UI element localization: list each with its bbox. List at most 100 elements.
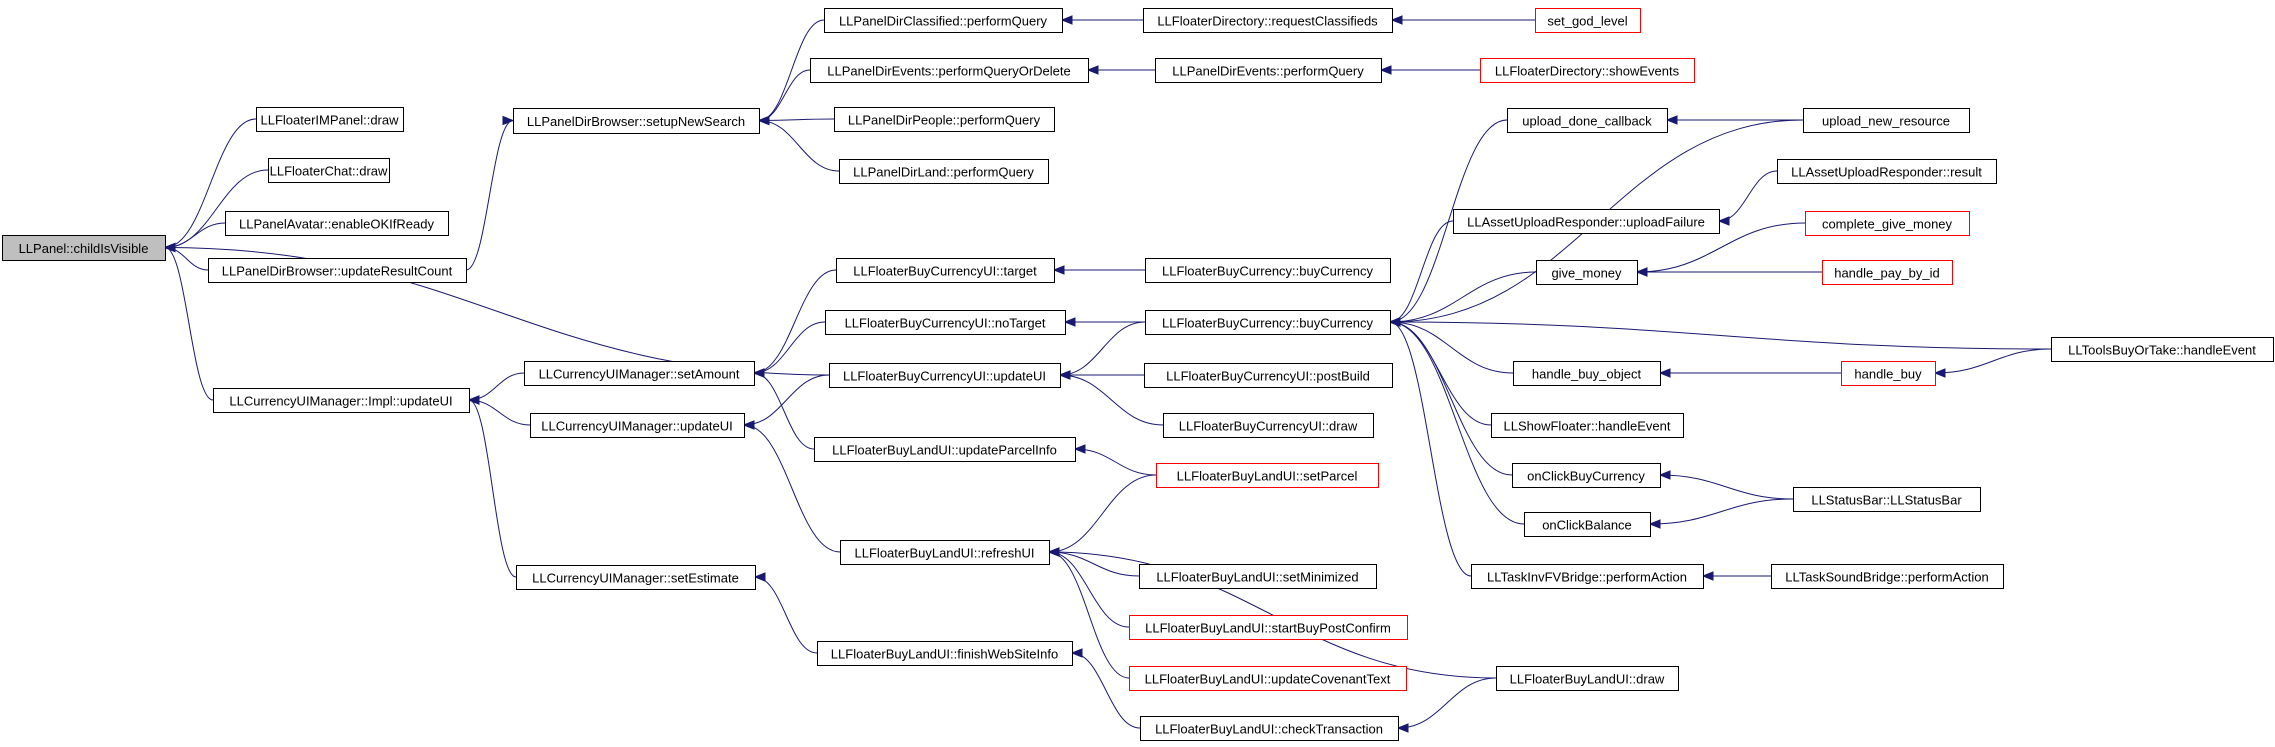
node-label: LLFloaterBuyLandUI::checkTransaction — [1155, 722, 1383, 737]
node-llassetuploadresponder-uploadfailure[interactable]: LLAssetUploadResponder::uploadFailure — [1453, 209, 1720, 234]
node-llfloaterbuylandui-updateparcelinfo[interactable]: LLFloaterBuyLandUI::updateParcelInfo — [814, 437, 1076, 462]
edge-llfloaterbuycurrencyui-updateui-to-llcurrencyuimanager-updateui — [742, 374, 830, 430]
node-llpaneldirbrowser-updateresultcount[interactable]: LLPanelDirBrowser::updateResultCount — [208, 258, 467, 283]
node-llstatusbar-llstatusbar[interactable]: LLStatusBar::LLStatusBar — [1793, 487, 1981, 512]
node-label: LLFloaterBuyLandUI::updateParcelInfo — [832, 443, 1057, 458]
node-llpaneldirbrowser-setupnewsearch[interactable]: LLPanelDirBrowser::setupNewSearch — [513, 108, 760, 134]
node-llpanel-childisvisible[interactable]: LLPanel::childIsVisible — [2, 235, 166, 261]
node-llpaneldirevents-performqueryordelete[interactable]: LLPanelDirEvents::performQueryOrDelete — [810, 58, 1089, 83]
node-onclickbalance[interactable]: onClickBalance — [1524, 512, 1651, 537]
node-llfloaterbuycurrency-buycurrency[interactable]: LLFloaterBuyCurrency::buyCurrency — [1145, 310, 1391, 335]
node-label: LLCurrencyUIManager::setEstimate — [532, 571, 739, 586]
node-box — [1156, 463, 1379, 488]
node-box — [208, 258, 467, 283]
edge-llpaneldirevents-performquery-to-llpaneldirevents-performqueryordelete — [1086, 65, 1155, 75]
nodes-layer: LLPanel::childIsVisible LLFloaterIMPanel:… — [2, 8, 2274, 741]
node-label: LLFloaterBuyCurrencyUI::updateUI — [843, 369, 1046, 384]
node-llpaneldirclassified-performquery[interactable]: LLPanelDirClassified::performQuery — [824, 8, 1063, 33]
node-llfloaterbuycurrencyui-updateui[interactable]: LLFloaterBuyCurrencyUI::updateUI — [829, 363, 1061, 388]
node-llpaneldirpeople-performquery[interactable]: LLPanelDirPeople::performQuery — [834, 107, 1055, 132]
node-llfloaterbuylandui-draw[interactable]: LLFloaterBuyLandUI::draw — [1496, 666, 1679, 691]
node-box — [268, 158, 390, 183]
node-llpaneldirland-performquery[interactable]: LLPanelDirLand::performQuery — [839, 159, 1049, 184]
node-box — [1803, 108, 1970, 133]
node-box — [834, 107, 1055, 132]
node-box — [256, 107, 404, 132]
node-box — [1805, 211, 1970, 236]
node-lltoolsbuyortake-handleevent[interactable]: LLToolsBuyOrTake::handleEvent — [2051, 337, 2274, 362]
node-llfloaterdirectory-requestclassifieds[interactable]: LLFloaterDirectory::requestClassifieds — [1143, 8, 1393, 33]
node-label: LLFloaterBuyLandUI::startBuyPostConfirm — [1145, 621, 1391, 636]
node-llcurrencyuimanager-setestimate[interactable]: LLCurrencyUIManager::setEstimate — [516, 565, 756, 590]
edge-llfloaterbuylandui-setparcel-to-llfloaterbuylandui-updateparcelinfo — [1073, 444, 1157, 476]
node-box — [1129, 666, 1407, 691]
node-label: LLStatusBar::LLStatusBar — [1811, 493, 1962, 508]
node-handle-buy-object[interactable]: handle_buy_object — [1513, 361, 1661, 386]
node-label: LLFloaterBuyCurrency::buyCurrency — [1162, 316, 1373, 331]
node-llfloaterbuycurrencyui-draw[interactable]: LLFloaterBuyCurrencyUI::draw — [1163, 413, 1374, 438]
node-label: LLToolsBuyOrTake::handleEvent — [2068, 343, 2256, 358]
node-give-money[interactable]: give_money — [1536, 260, 1638, 285]
node-llpaneldirevents-performquery[interactable]: LLPanelDirEvents::performQuery — [1155, 58, 1382, 83]
edge-llstatusbar-llstatusbar-to-onclickbalance — [1648, 498, 1794, 529]
node-llfloaterchat-draw[interactable]: LLFloaterChat::draw — [268, 158, 390, 183]
node-handle-pay-by-id[interactable]: handle_pay_by_id — [1822, 260, 1953, 285]
edge-handle-buy-to-handle-buy-object — [1658, 368, 1841, 378]
node-llcurrencyuimanager-updateui[interactable]: LLCurrencyUIManager::updateUI — [530, 413, 745, 438]
node-llfloaterbuycurrency-buycurrency[interactable]: LLFloaterBuyCurrency::buyCurrency — [1145, 258, 1391, 283]
edge-llfloaterbuycurrencyui-target-to-llcurrencyuimanager-setamount — [752, 269, 837, 378]
node-llfloaterbuylandui-startbuypostconfirm[interactable]: LLFloaterBuyLandUI::startBuyPostConfirm — [1129, 615, 1408, 640]
edge-upload-new-resource-to-upload-done-callback — [1665, 115, 1803, 125]
node-box — [1145, 310, 1391, 335]
node-llpanelavatar-enableokifready[interactable]: LLPanelAvatar::enableOKIfReady — [225, 211, 449, 236]
node-upload-done-callback[interactable]: upload_done_callback — [1507, 108, 1668, 133]
node-label: upload_new_resource — [1822, 114, 1950, 129]
node-llfloaterbuycurrencyui-postbuild[interactable]: LLFloaterBuyCurrencyUI::postBuild — [1144, 363, 1393, 388]
node-box — [1139, 564, 1377, 589]
node-box — [1480, 58, 1695, 83]
node-llassetuploadresponder-result[interactable]: LLAssetUploadResponder::result — [1777, 159, 1997, 184]
edge-handle-buy-object-to-llfloaterbuycurrency-buycurrency — [1388, 317, 1514, 374]
node-llshowfloater-handleevent[interactable]: LLShowFloater::handleEvent — [1491, 413, 1684, 438]
node-upload-new-resource[interactable]: upload_new_resource — [1803, 108, 1970, 133]
edge-llpaneldirpeople-performquery-to-llpaneldirbrowser-setupnewsearch — [757, 115, 835, 126]
node-lltaskinvfvbridge-performaction[interactable]: LLTaskInvFVBridge::performAction — [1471, 564, 1704, 589]
node-llfloaterdirectory-showevents[interactable]: LLFloaterDirectory::showEvents — [1480, 58, 1695, 83]
node-box — [1507, 108, 1668, 133]
node-llfloaterimpanel-draw[interactable]: LLFloaterIMPanel::draw — [256, 107, 404, 132]
node-box — [1535, 8, 1641, 33]
node-llfloaterbuylandui-finishwebsiteinfo[interactable]: LLFloaterBuyLandUI::finishWebSiteInfo — [817, 641, 1073, 666]
node-llfloaterbuycurrencyui-target[interactable]: LLFloaterBuyCurrencyUI::target — [836, 258, 1055, 283]
node-label: LLFloaterBuyLandUI::setParcel — [1177, 469, 1358, 484]
node-lltasksoundbridge-performaction[interactable]: LLTaskSoundBridge::performAction — [1771, 564, 2004, 589]
node-label: LLPanelDirEvents::performQuery — [1172, 64, 1364, 79]
node-handle-buy[interactable]: handle_buy — [1841, 361, 1936, 386]
node-box — [1496, 666, 1679, 691]
node-llcurrencyuimanager-impl-updateui[interactable]: LLCurrencyUIManager::Impl::updateUI — [213, 388, 470, 413]
node-llfloaterbuylandui-checktransaction[interactable]: LLFloaterBuyLandUI::checkTransaction — [1140, 716, 1399, 741]
node-box — [1144, 363, 1393, 388]
node-llfloaterbuylandui-updatecovenanttext[interactable]: LLFloaterBuyLandUI::updateCovenantText — [1129, 666, 1407, 691]
edge-llfloaterbuylandui-updateparcelinfo-to-llcurrencyuimanager-setamount — [752, 368, 815, 450]
node-onclickbuycurrency[interactable]: onClickBuyCurrency — [1512, 463, 1661, 488]
node-label: LLShowFloater::handleEvent — [1504, 419, 1671, 434]
node-llfloaterbuylandui-setparcel[interactable]: LLFloaterBuyLandUI::setParcel — [1156, 463, 1379, 488]
node-llfloaterbuylandui-refreshui[interactable]: LLFloaterBuyLandUI::refreshUI — [840, 540, 1050, 565]
node-set-god-level[interactable]: set_god_level — [1535, 8, 1641, 33]
node-box — [516, 565, 756, 590]
node-complete-give-money[interactable]: complete_give_money — [1805, 211, 1970, 236]
node-label: LLAssetUploadResponder::uploadFailure — [1467, 215, 1705, 230]
edge-llfloaterchat-draw-to-llpanel-childisvisible — [163, 169, 269, 253]
node-label: LLFloaterBuyCurrencyUI::draw — [1179, 419, 1358, 434]
node-llfloaterbuycurrencyui-notarget[interactable]: LLFloaterBuyCurrencyUI::noTarget — [825, 310, 1066, 335]
node-llcurrencyuimanager-setamount[interactable]: LLCurrencyUIManager::setAmount — [524, 361, 755, 386]
node-box — [1822, 260, 1953, 285]
edge-llfloaterbuycurrencyui-draw-to-llfloaterbuycurrencyui-updateui — [1058, 370, 1164, 426]
node-label: onClickBuyCurrency — [1527, 469, 1645, 484]
node-label: LLTaskSoundBridge::performAction — [1785, 570, 1989, 585]
edge-llshowfloater-handleevent-to-llfloaterbuycurrency-buycurrency — [1388, 317, 1492, 426]
node-label: complete_give_money — [1822, 217, 1953, 232]
node-llfloaterbuylandui-setminimized[interactable]: LLFloaterBuyLandUI::setMinimized — [1139, 564, 1377, 589]
node-box — [1163, 413, 1374, 438]
